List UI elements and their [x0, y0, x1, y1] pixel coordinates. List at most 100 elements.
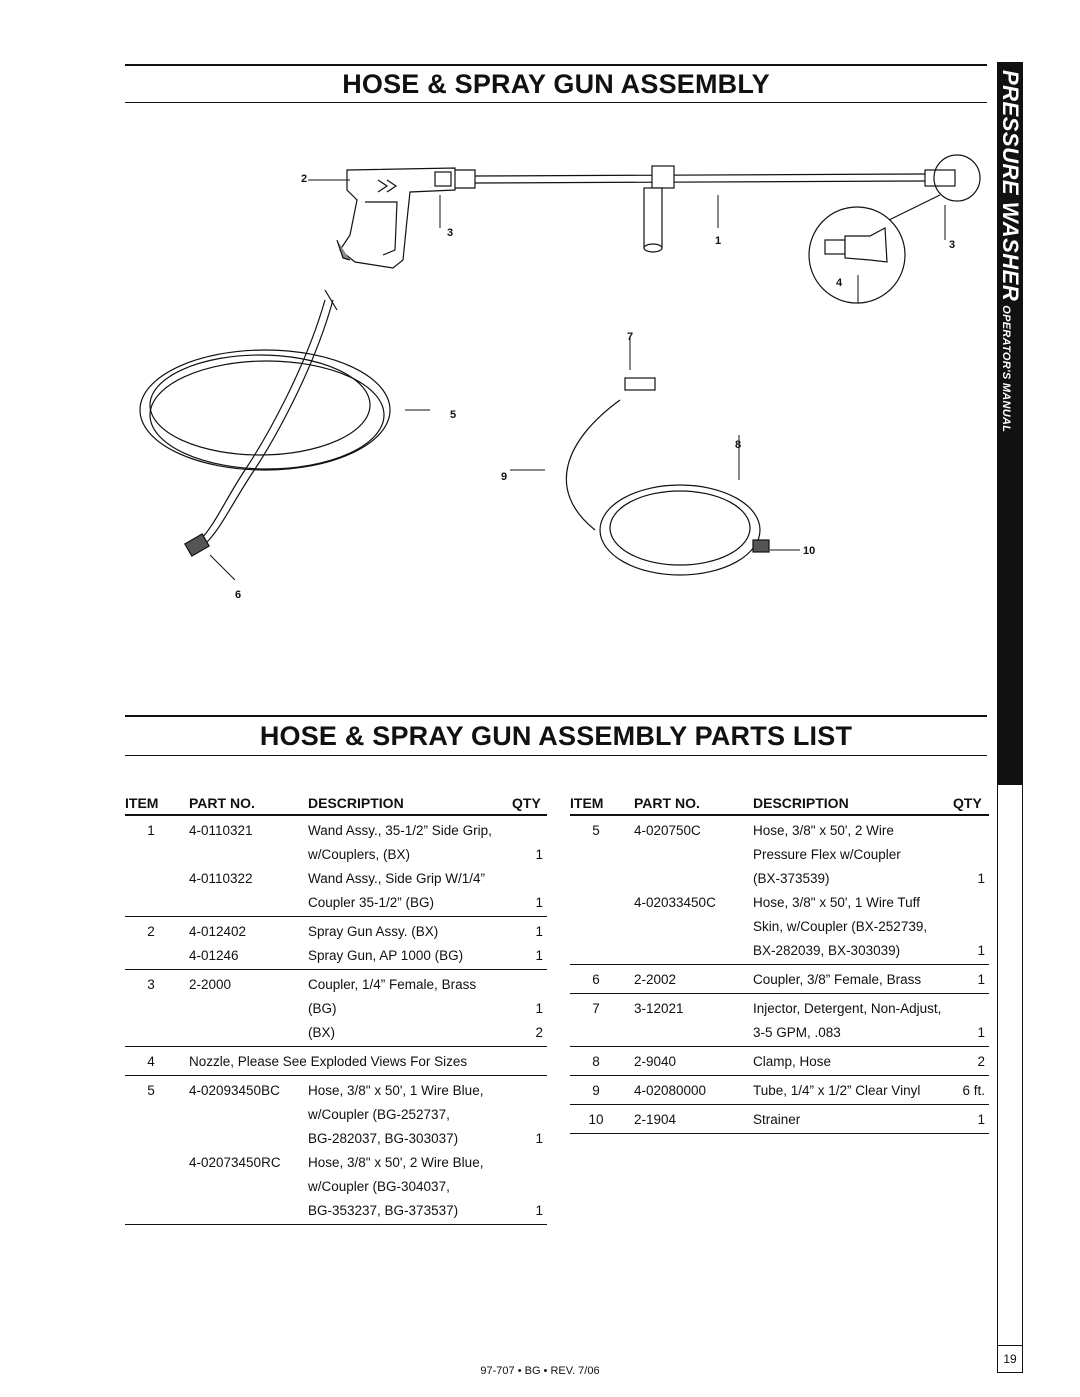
description-cell: Clamp, Hose	[753, 1046, 953, 1076]
item-cell	[125, 892, 177, 917]
item-cell	[125, 1104, 177, 1128]
description-cell: Hose, 3/8" x 50', 2 Wire	[753, 823, 894, 838]
qty-cell: 1	[953, 1022, 989, 1047]
qty-cell	[512, 1076, 547, 1105]
table-row: BG-282037, BG-303037) 1	[125, 1128, 547, 1152]
part-number-cell	[177, 1200, 308, 1225]
description-cell: Hose, 3/8" x 50', 1 Wire Tuff	[753, 895, 920, 910]
part-number-cell: Nozzle, Please See Exploded Views For Si…	[177, 1046, 547, 1076]
table-row: Skin, w/Coupler (BX-252739,	[570, 916, 989, 940]
description-cell: w/Couplers, (BX)	[308, 847, 411, 862]
callout-2: 2	[301, 173, 307, 185]
description-cell: w/Coupler (BG-252737,	[308, 1107, 450, 1122]
leader-lines	[209, 179, 946, 581]
description-cell: Wand Assy., Side Grip W/1/4”	[308, 871, 486, 886]
sidebar-frame	[997, 785, 1023, 1373]
description-cell: Pressure Flex w/Coupler	[753, 847, 901, 862]
table-row: Pressure Flex w/Coupler	[570, 844, 989, 868]
item-cell: 10	[570, 1104, 622, 1134]
item-cell	[570, 1022, 622, 1047]
item-cell	[125, 1022, 177, 1047]
footer-revision: 97-707 • BG • REV. 7/06	[480, 1365, 600, 1377]
item-cell	[125, 1152, 177, 1176]
callout-3: 3	[447, 227, 453, 239]
item-cell	[570, 892, 622, 916]
part-number-cell: 4-012402	[189, 924, 247, 939]
item-cell	[125, 1200, 177, 1225]
part-number-cell: 4-01246	[177, 945, 308, 970]
callout-6: 6	[235, 589, 241, 601]
part-number-cell	[177, 844, 308, 868]
part-number-cell: 4-02093450BC	[189, 1083, 280, 1098]
qty-cell: 1	[535, 847, 543, 862]
qty-cell	[953, 844, 989, 868]
part-number-cell	[622, 868, 753, 892]
sidebar-band	[997, 62, 1023, 785]
part-number-cell: 4-020750C	[634, 823, 701, 838]
item-cell	[570, 916, 622, 940]
callout-8: 8	[735, 439, 741, 451]
description-cell: BG-282037, BG-303037)	[308, 1131, 459, 1146]
description-cell: (BX)	[308, 1022, 512, 1047]
section-title-block: HOSE & SPRAY GUN ASSEMBLY	[125, 64, 987, 103]
qty-cell: 2	[512, 1022, 547, 1047]
qty-cell: 2	[953, 1046, 989, 1076]
item-cell: 3	[147, 977, 155, 992]
item-cell: 7	[592, 1001, 600, 1016]
description-cell: Hose, 3/8" x 50', 2 Wire Blue,	[308, 1155, 484, 1170]
qty-cell	[512, 815, 547, 844]
callout-1: 1	[715, 235, 721, 247]
qty-cell	[512, 1104, 547, 1128]
item-cell: 1	[147, 823, 155, 838]
table-row: BG-353237, BG-373537)1	[125, 1200, 547, 1225]
part-number-cell	[622, 940, 753, 965]
part-number-cell: 4-0110321	[189, 823, 253, 838]
table-row: (BG)1	[125, 998, 547, 1022]
description-cell: (BX-373539)	[753, 871, 830, 886]
item-cell	[570, 868, 622, 892]
qty-cell: 1	[512, 1200, 547, 1225]
header-part-no: PART NO.	[177, 795, 308, 816]
part-number-cell	[177, 998, 308, 1022]
part-number-cell	[177, 1128, 308, 1152]
wand-illustration	[474, 154, 981, 253]
page-number: 19	[998, 1345, 1022, 1366]
section-title: HOSE & SPRAY GUN ASSEMBLY	[342, 69, 770, 99]
qty-cell: 1	[512, 945, 547, 970]
description-cell: 3-5 GPM, .083	[753, 1022, 953, 1047]
title-rule-bottom	[125, 102, 987, 103]
sidebar-title: PRESSURE WASHEROPERATOR'S MANUAL	[997, 70, 1023, 432]
exploded-diagram: 2 3 1 3 4 7 5 8 9 10 6	[139, 154, 981, 601]
item-cell	[125, 844, 177, 868]
qty-cell	[953, 892, 989, 916]
part-number-cell: 4-02073450RC	[189, 1155, 281, 1170]
table-row: w/Couplers, (BX) 1	[125, 844, 547, 868]
table-row: BX-282039, BX-303039)1	[570, 940, 989, 965]
qty-cell: 1	[535, 924, 543, 939]
part-number-cell: 2-2000	[189, 977, 232, 992]
sidebar-title-main: PRESSURE WASHER	[998, 70, 1023, 302]
callout-4: 4	[836, 277, 843, 289]
description-cell: w/Coupler (BG-304037,	[308, 1179, 450, 1194]
item-cell	[125, 945, 177, 970]
part-number-cell: 2-9040	[622, 1046, 753, 1076]
qty-cell: 1	[535, 1131, 543, 1146]
